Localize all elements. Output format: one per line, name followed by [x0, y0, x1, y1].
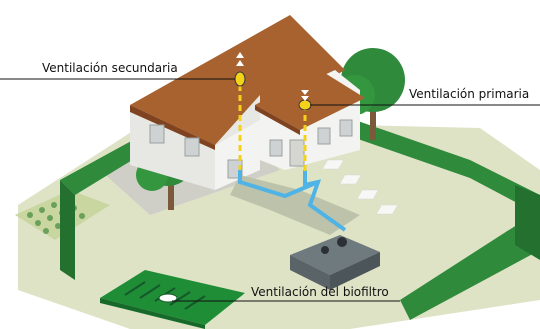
drain-pipe: [238, 170, 319, 199]
label-primary-vent: Ventilación primaria: [409, 87, 529, 101]
label-secondary-vent: Ventilación secundaria: [42, 61, 178, 75]
secondary-vent-cap: [234, 71, 246, 87]
annex-roof: [255, 70, 365, 130]
house-windows: [149, 119, 353, 179]
house-gable: [215, 95, 260, 145]
hedge-right-front: [400, 210, 540, 320]
hedge-right-side: [515, 185, 540, 260]
tank-icon: [290, 235, 380, 290]
hedge-right-back: [355, 120, 470, 178]
house-wall-front: [215, 120, 260, 190]
biofilter-unit: [100, 270, 245, 329]
annex-roof-edge: [255, 105, 300, 135]
drain-pipe-2: [303, 170, 347, 232]
vent-cap-icon: [158, 293, 178, 303]
primary-vent-cap: [298, 99, 312, 111]
hedge-left-front: [60, 180, 75, 280]
air-flow-arrows: [236, 52, 309, 101]
front-door: [289, 139, 305, 167]
label-biofilter-vent: Ventilación del biofiltro: [251, 285, 389, 299]
